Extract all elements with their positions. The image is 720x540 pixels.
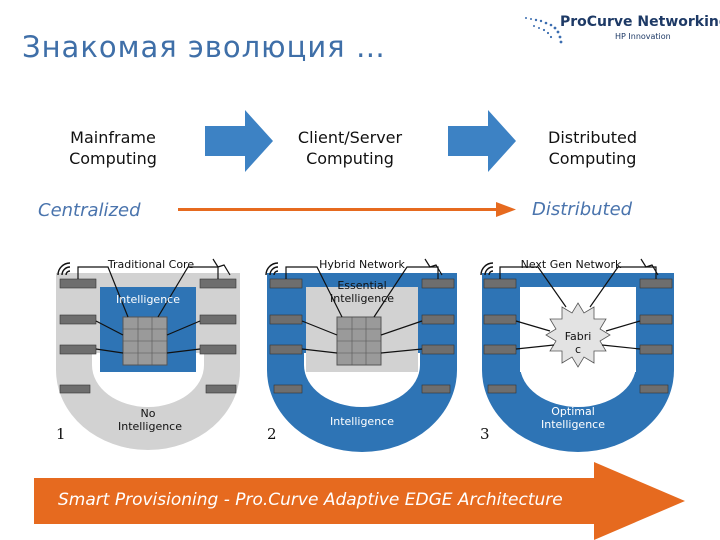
panel-2-header: Hybrid Network: [319, 258, 405, 271]
stage-mainframe: Mainframe Computing: [48, 127, 178, 169]
panel-2-essential-line2: Intelligence: [329, 292, 394, 305]
stage-arrow-2: [448, 110, 516, 172]
spectrum-distributed-label: Distributed: [532, 199, 633, 220]
logo-title: ProCurve Networking: [560, 14, 720, 30]
panel-1-header: Traditional Core: [107, 258, 195, 271]
panel-hybrid-network: Hybrid Network Essential Intelligence In…: [262, 245, 462, 455]
panel-traditional-core: Traditional Core Intelligence No Intelli…: [48, 245, 248, 455]
panel-1-intelligence-label: Intelligence: [115, 293, 180, 306]
panel-3-optimal-line2: Intelligence: [540, 418, 605, 431]
slide-title: Знакомая эволюция …: [22, 30, 386, 64]
footer-arrow: [34, 462, 685, 540]
panel-next-gen-network: Next Gen Network Fabri c Optimal Intelli…: [478, 245, 678, 455]
panel-3-header: Next Gen Network: [520, 258, 622, 271]
panel-2-intelligence-label: Intelligence: [329, 415, 394, 428]
panel-3-fabric: Fabri c: [556, 330, 600, 356]
panel-2-essential-line1: Essential: [337, 279, 387, 292]
panel-2-essential-intelligence: Essential Intelligence: [312, 279, 412, 305]
panel-3-diagram: [480, 258, 674, 452]
stage-mainframe-line2: Computing: [69, 149, 157, 168]
stage-arrow-1: [205, 110, 273, 172]
panel-1-no-intelligence-line2: Intelligence: [118, 420, 183, 433]
panel-1-number: 1: [56, 425, 66, 443]
stage-distributed: Distributed Computing: [525, 127, 660, 169]
stage-mainframe-line1: Mainframe: [70, 128, 156, 147]
spectrum-centralized-label: Centralized: [38, 200, 141, 221]
panel-3-number: 3: [480, 425, 490, 443]
logo-subtitle: HP Innovation: [615, 32, 671, 41]
panel-1-no-intelligence: No Intelligence: [118, 407, 183, 433]
panel-3-fabric-line1: Fabri: [564, 330, 592, 343]
spectrum-arrow: [178, 202, 516, 217]
panel-3-optimal-intelligence: Optimal Intelligence: [528, 405, 618, 431]
panel-2-number: 2: [267, 425, 277, 443]
stage-distributed-line1: Distributed: [548, 128, 637, 147]
panel-3-fabric-line2: c: [574, 343, 582, 356]
stage-client-server-line1: Client/Server: [297, 128, 403, 147]
panel-1-diagram: [56, 258, 240, 450]
panel-2-diagram: [265, 258, 457, 452]
procurve-logo: ProCurve Networking HP Innovation: [520, 12, 720, 50]
panel-1-no-intelligence-line1: No: [140, 407, 156, 420]
stage-distributed-line2: Computing: [548, 149, 637, 168]
logo-swirl-icon: [525, 17, 563, 44]
stage-client-server: Client/Server Computing: [280, 127, 420, 169]
stage-client-server-line2: Computing: [306, 149, 394, 168]
footer-text: Smart Provisioning - Pro.Curve Adaptive …: [58, 490, 563, 510]
panel-3-optimal-line1: Optimal: [551, 405, 595, 418]
